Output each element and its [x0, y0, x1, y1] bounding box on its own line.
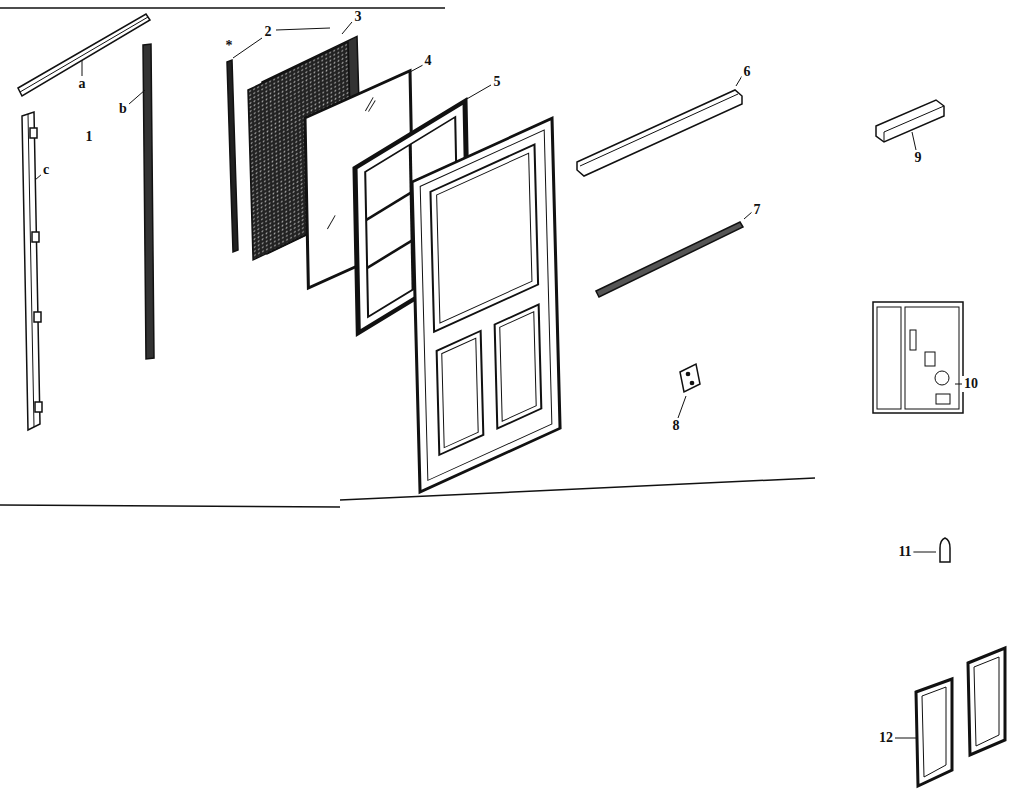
callout-label: 8: [671, 418, 682, 434]
leader-line: [465, 85, 491, 100]
callout-label: 6: [742, 64, 753, 80]
spline-strip: [227, 60, 238, 252]
door-window: [430, 144, 538, 331]
callout-label: 1: [84, 129, 95, 145]
sweep-strip: [596, 222, 743, 297]
door-panel: [495, 304, 542, 428]
callout-label: 9: [913, 150, 924, 166]
callout-label: 5: [492, 74, 503, 90]
drip-cap: [577, 90, 742, 176]
door-slab: [412, 118, 560, 492]
leader-line: [895, 738, 916, 739]
callout-label: 10: [962, 376, 980, 392]
leader-line: [276, 28, 330, 30]
door-panel: [437, 331, 484, 455]
hardware-pack: [873, 302, 963, 413]
leader-line: [678, 396, 686, 418]
callout-label: b: [117, 101, 129, 117]
callout-label: 4: [423, 53, 434, 69]
callout-label: *: [224, 38, 235, 54]
frame-rule: [0, 505, 340, 507]
callout-label: a: [77, 76, 88, 92]
closer-bar: [876, 100, 944, 142]
frame-rule: [0, 7, 445, 9]
leader-line: [342, 22, 352, 34]
callout-label: 11: [896, 544, 913, 560]
top-rail: [18, 14, 150, 96]
callout-label: 12: [877, 730, 895, 746]
panel-insert: [916, 679, 952, 786]
leader-line: [913, 552, 936, 553]
frame-rule: [340, 478, 815, 500]
leader-line: [410, 65, 423, 72]
strike-plate: [680, 364, 700, 392]
screw-cap: [940, 538, 950, 562]
callout-label: 3: [353, 9, 364, 25]
callout-label: 7: [752, 202, 763, 218]
leader-line: [129, 90, 145, 104]
callout-label: 2: [263, 24, 274, 40]
hinge-rail: [22, 112, 40, 430]
panel-insert: [968, 648, 1005, 755]
callout-label: c: [41, 162, 51, 178]
leader-line: [912, 132, 916, 150]
leader-line: [82, 60, 83, 76]
weatherstrip: [143, 44, 154, 359]
leader-line: [233, 38, 262, 58]
